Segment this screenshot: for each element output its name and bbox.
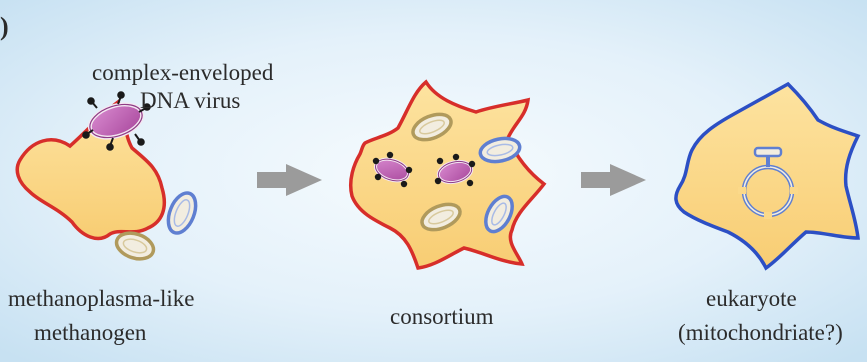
eukaryote-label-line2: (mitochondriate?): [678, 320, 843, 345]
virus-label-line2: DNA virus: [140, 88, 240, 113]
consortium-label: consortium: [390, 304, 494, 329]
methanogen-label-line1: methanoplasma-like: [8, 286, 195, 311]
panel-marker: ): [0, 12, 9, 41]
eukaryote-label-line1: eukaryote: [706, 286, 797, 311]
methanogen-label-line2: methanogen: [34, 320, 147, 345]
virus-label-line1: complex-enveloped: [92, 60, 274, 85]
